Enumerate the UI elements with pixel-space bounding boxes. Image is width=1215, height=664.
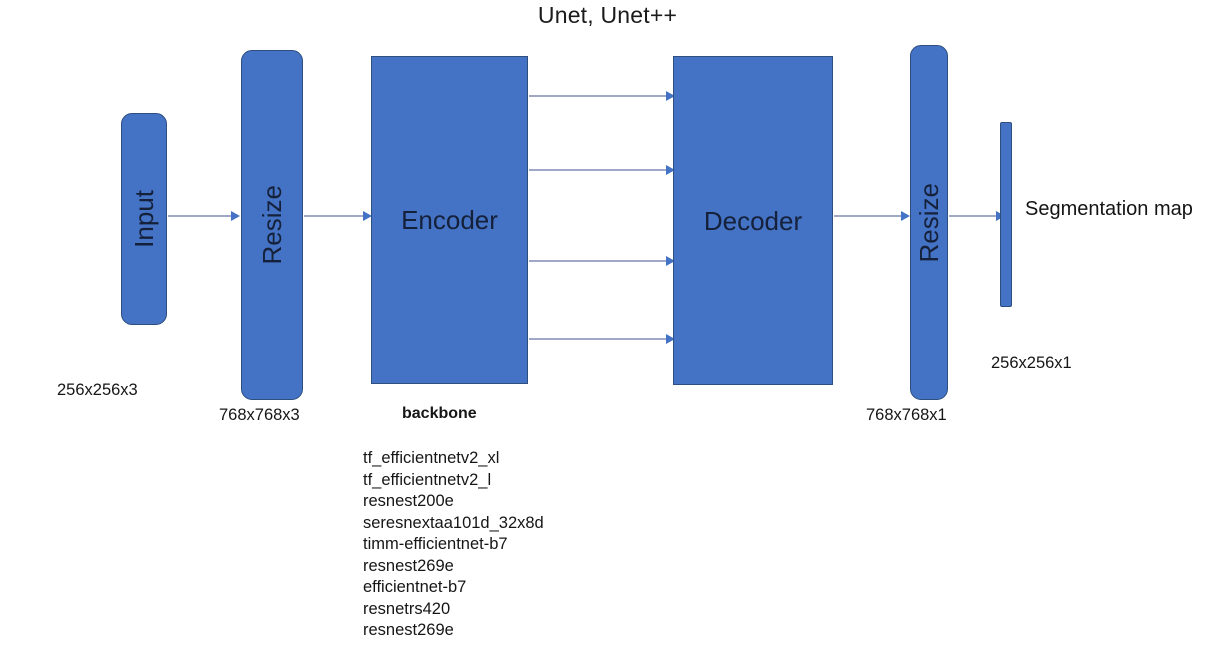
decoder-block: Decoder: [673, 56, 833, 385]
backbone-list-item: resnetrs420: [363, 599, 451, 618]
resize-to-encoder-arrow: [304, 211, 372, 222]
encoder-decoder-skip-3: [529, 256, 675, 267]
encoder-block-label: Encoder: [401, 205, 498, 235]
input-dimension-caption: 256x256x3: [57, 381, 138, 399]
resize-output-dimension-caption: 768x768x1: [866, 406, 947, 424]
segmentation-map-label: Segmentation map: [1025, 198, 1193, 220]
resize-output-block: Resize: [910, 45, 948, 400]
encoder-decoder-skip-1: [529, 91, 675, 102]
decoder-to-resize-arrow: [834, 211, 910, 222]
encoder-decoder-skip-2: [529, 165, 675, 176]
segmentation-map-dimension-caption: 256x256x1: [991, 354, 1072, 372]
backbone-list-item: timm-efficientnet-b7: [363, 535, 508, 553]
input-block: Input: [121, 113, 167, 325]
backbone-list-item: resnest200e: [363, 492, 454, 510]
resize-input-block-label: Resize: [257, 185, 287, 265]
page-title: Unet, Unet++: [537, 2, 678, 28]
backbone-list-item: resnest269e: [363, 621, 454, 639]
resize-to-segmap-arrow: [949, 211, 1005, 222]
encoder-block: Encoder: [371, 56, 528, 384]
backbone-list-item: resnest269e: [363, 556, 454, 575]
backbone-heading: backbone: [402, 405, 477, 422]
input-to-resize-arrow: [168, 211, 240, 222]
resize-input-block: Resize: [241, 50, 303, 400]
encoder-decoder-skip-4: [529, 334, 675, 345]
input-block-label: Input: [129, 190, 159, 248]
resize-input-dimension-caption: 768x768x3: [219, 406, 300, 424]
resize-output-block-label: Resize: [914, 182, 944, 263]
decoder-block-label: Decoder: [703, 205, 803, 236]
backbone-list-item: tf_efficientnetv2_l: [363, 470, 492, 489]
backbone-list: tf_efficientnetv2_xl tf_efficientnetv2_l…: [363, 448, 544, 642]
backbone-list-item: efficientnet-b7: [363, 578, 467, 596]
backbone-list-item: tf_efficientnetv2_xl: [363, 449, 500, 467]
segmentation-map-bar: [1000, 122, 1012, 307]
backbone-list-item: seresnextaa101d_32x8d: [363, 513, 544, 532]
